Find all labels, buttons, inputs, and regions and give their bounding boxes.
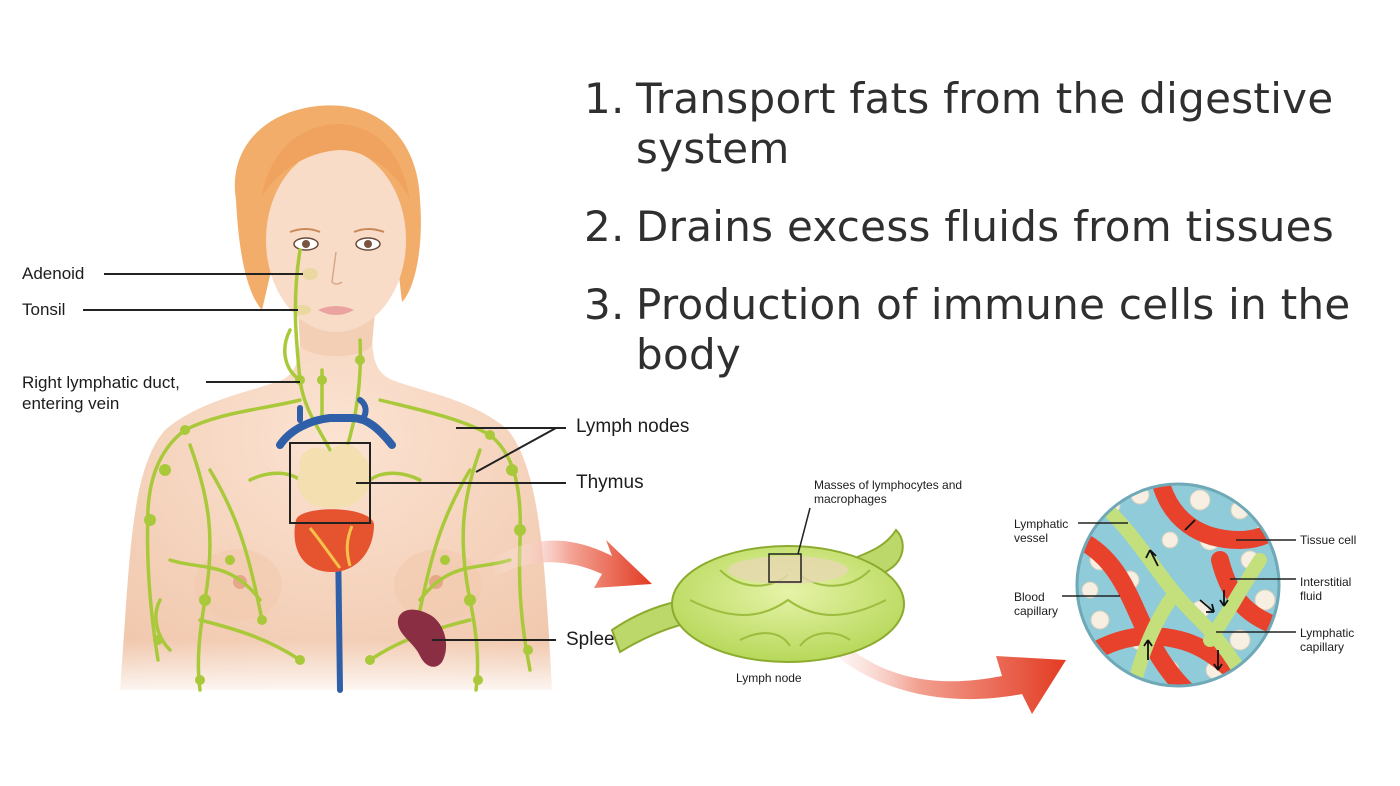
function-item-2: 2. Drains excess fluids from tissues [584,202,1384,252]
label-lymphatic-vessel: Lymphatic vessel [1014,517,1069,545]
heart [294,509,374,572]
tissue-circle-border [1075,482,1281,688]
lymph-node-illustration [610,507,905,663]
label-thymus: Thymus [576,472,644,493]
spleen [397,609,447,667]
flow-arrows [1143,519,1229,671]
lymphatic-capillaries [1101,503,1267,686]
function-item-3: 3. Production of immune cells in the bod… [584,280,1384,380]
thymus [297,444,371,509]
lymph-node-zoom-box [768,553,802,583]
label-spleen: Splee [566,629,615,650]
function-number-3: 3. [584,280,625,329]
arrow-to-lymph-node [490,540,652,588]
label-masses-of-lymphocytes: Masses of lymphocytes and macrophages [814,478,963,506]
label-tonsil: Tonsil [22,300,66,319]
label-lymph-nodes: Lymph nodes [576,416,690,437]
function-item-1: 1. Transport fats from the digestive sys… [584,74,1384,174]
label-right-lymphatic-duct: Right lymphatic duct, entering vein [22,373,180,413]
face [266,148,406,332]
function-text-2: Drains excess fluids from tissues [636,202,1334,251]
body-leader-lines [83,273,566,641]
label-interstitial-fluid: Interstitial fluid [1300,575,1352,603]
arrow-to-tissue [798,600,1066,714]
label-lymphatic-capillary: Lymphatic capillary [1300,626,1355,654]
label-blood-capillary: Blood capillary [1014,590,1059,618]
label-adenoid: Adenoid [22,264,85,283]
lymph-node-dots [144,355,533,685]
function-number-2: 2. [584,202,625,251]
lymph-node-body [671,545,905,663]
function-text-1: Transport fats from the digestive system [636,74,1334,173]
label-lymph-node: Lymph node [736,671,802,685]
body-figure [110,105,570,700]
mouth [318,306,354,315]
tissue-leader-lines [1062,522,1296,633]
subclavian-vein [276,414,396,449]
label-tissue-cell: Tissue cell [1300,533,1357,547]
adenoid-spot [302,268,318,280]
functions-list: 1. Transport fats from the digestive sys… [584,74,1384,380]
function-text-3: Production of immune cells in the body [636,280,1351,379]
function-number-1: 1. [584,74,625,123]
tonsil-spot [293,305,311,315]
tissue-illustration [1075,482,1281,688]
